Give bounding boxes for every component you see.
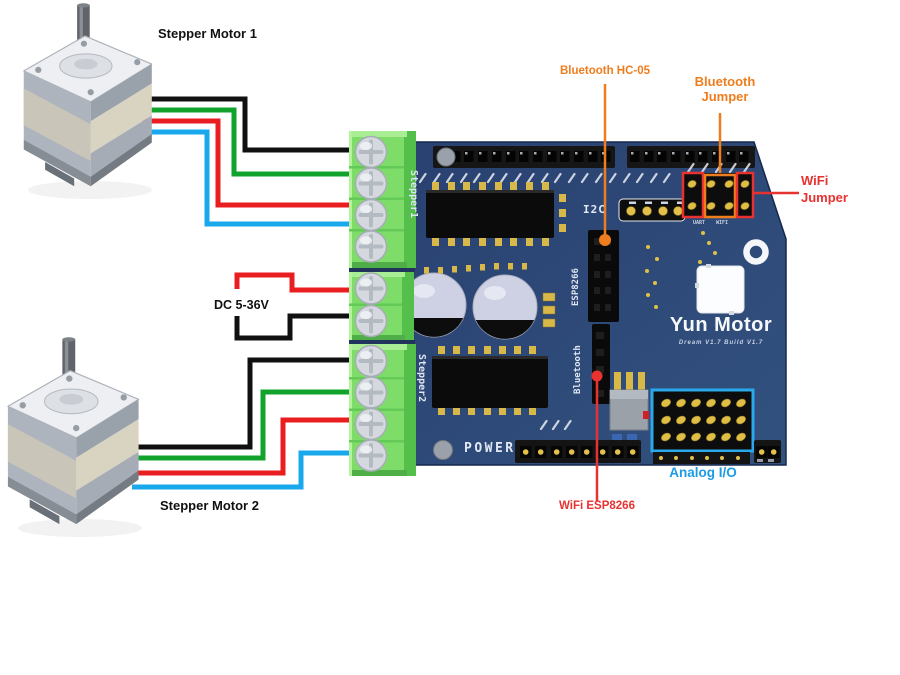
terminal-stepper1 <box>349 131 416 268</box>
terminal-stepper2 <box>349 344 416 476</box>
jumper-highlight-right <box>735 171 755 219</box>
dc-wire-red <box>234 272 351 293</box>
capacitor-1 <box>401 272 467 338</box>
voltage-regulator <box>609 372 649 441</box>
dc-power-label: DC 5-36V <box>214 298 269 312</box>
motor1-wire-black <box>142 96 351 153</box>
annotation-marks <box>591 84 799 501</box>
stepper-motor-2-label: Stepper Motor 2 <box>160 498 259 513</box>
motor2-wire-black <box>132 357 351 450</box>
silk-i2c: I2C <box>583 203 606 216</box>
mount-pad-top-left <box>436 147 456 167</box>
wifi-jumper-line1: WiFi <box>801 173 829 188</box>
motor1-wire-green <box>142 107 351 177</box>
smd-right-of-cap2 <box>542 292 556 328</box>
bluetooth-connector <box>592 324 610 404</box>
top-header-right <box>627 146 755 168</box>
block-gap <box>349 340 415 345</box>
analog-io-annotation: Analog I/O <box>669 465 737 480</box>
motor-shield-board <box>397 141 787 466</box>
wifi-esp8266-annotation: WiFi ESP8266 <box>559 500 635 512</box>
dc-wire-black <box>234 313 351 341</box>
stepper-motor-2 <box>7 336 142 537</box>
bluetooth-jumper-annotation: Bluetooth Jumper <box>683 74 767 104</box>
silk-power: POWER <box>464 441 516 456</box>
silk-stepper1: Stepper1 <box>408 170 419 219</box>
bluetooth-hc05-dot <box>599 234 611 246</box>
jumper-highlight-middle <box>703 173 737 219</box>
terminal-dc <box>349 272 414 340</box>
silk-esp8266: ESP8266 <box>571 268 581 306</box>
silk-bluetooth: Bluetooth <box>573 345 583 394</box>
silk-uart: UART <box>693 220 706 226</box>
silk-wifi: WIFI <box>716 220 729 226</box>
jumper-block <box>682 173 754 218</box>
i2c-header <box>618 198 686 222</box>
motor2-wire-red <box>132 417 351 476</box>
pads-right-of-chip1 <box>559 194 566 232</box>
stepper-motor-1-label: Stepper Motor 1 <box>158 26 257 41</box>
block-gap <box>349 268 415 273</box>
motor2-wire-green <box>132 389 351 461</box>
jumper-highlight-left <box>681 171 705 219</box>
label-square <box>695 264 745 315</box>
motor2-wire-blue <box>132 450 351 490</box>
terminal-blocks <box>349 131 416 476</box>
top-header-left <box>433 146 615 168</box>
motor1-wire-blue <box>142 129 351 227</box>
wires <box>132 96 351 490</box>
led <box>643 411 649 419</box>
bluetooth-jumper-line2: Jumper <box>701 89 749 104</box>
power-header <box>515 440 641 463</box>
wifi-esp8266-dot <box>591 370 603 382</box>
motor1-wire-red <box>142 118 351 208</box>
mounting-hole <box>743 239 769 265</box>
silk-stepper2: Stepper2 <box>416 354 427 403</box>
analog-io-grid <box>650 388 755 453</box>
board-title: Yun Motor <box>669 314 773 336</box>
stepper-motor-1 <box>23 2 153 199</box>
wifi-jumper-annotation: WiFi Jumper <box>801 172 848 206</box>
analog-bottom-strip <box>653 452 750 464</box>
esp8266-socket <box>588 230 619 322</box>
driver-chip-2 <box>432 346 548 415</box>
driver-chip-1 <box>426 182 554 246</box>
bottom-right-header <box>754 440 781 463</box>
mount-pad-bottom-left <box>433 440 453 460</box>
bluetooth-jumper-line1: Bluetooth <box>694 74 756 89</box>
board-subtitle: Dream V1.7 Build V1.7 <box>678 340 764 346</box>
wifi-jumper-line2: Jumper <box>801 190 848 205</box>
bluetooth-hc05-annotation: Bluetooth HC-05 <box>559 65 651 77</box>
capacitor-2 <box>472 274 538 340</box>
